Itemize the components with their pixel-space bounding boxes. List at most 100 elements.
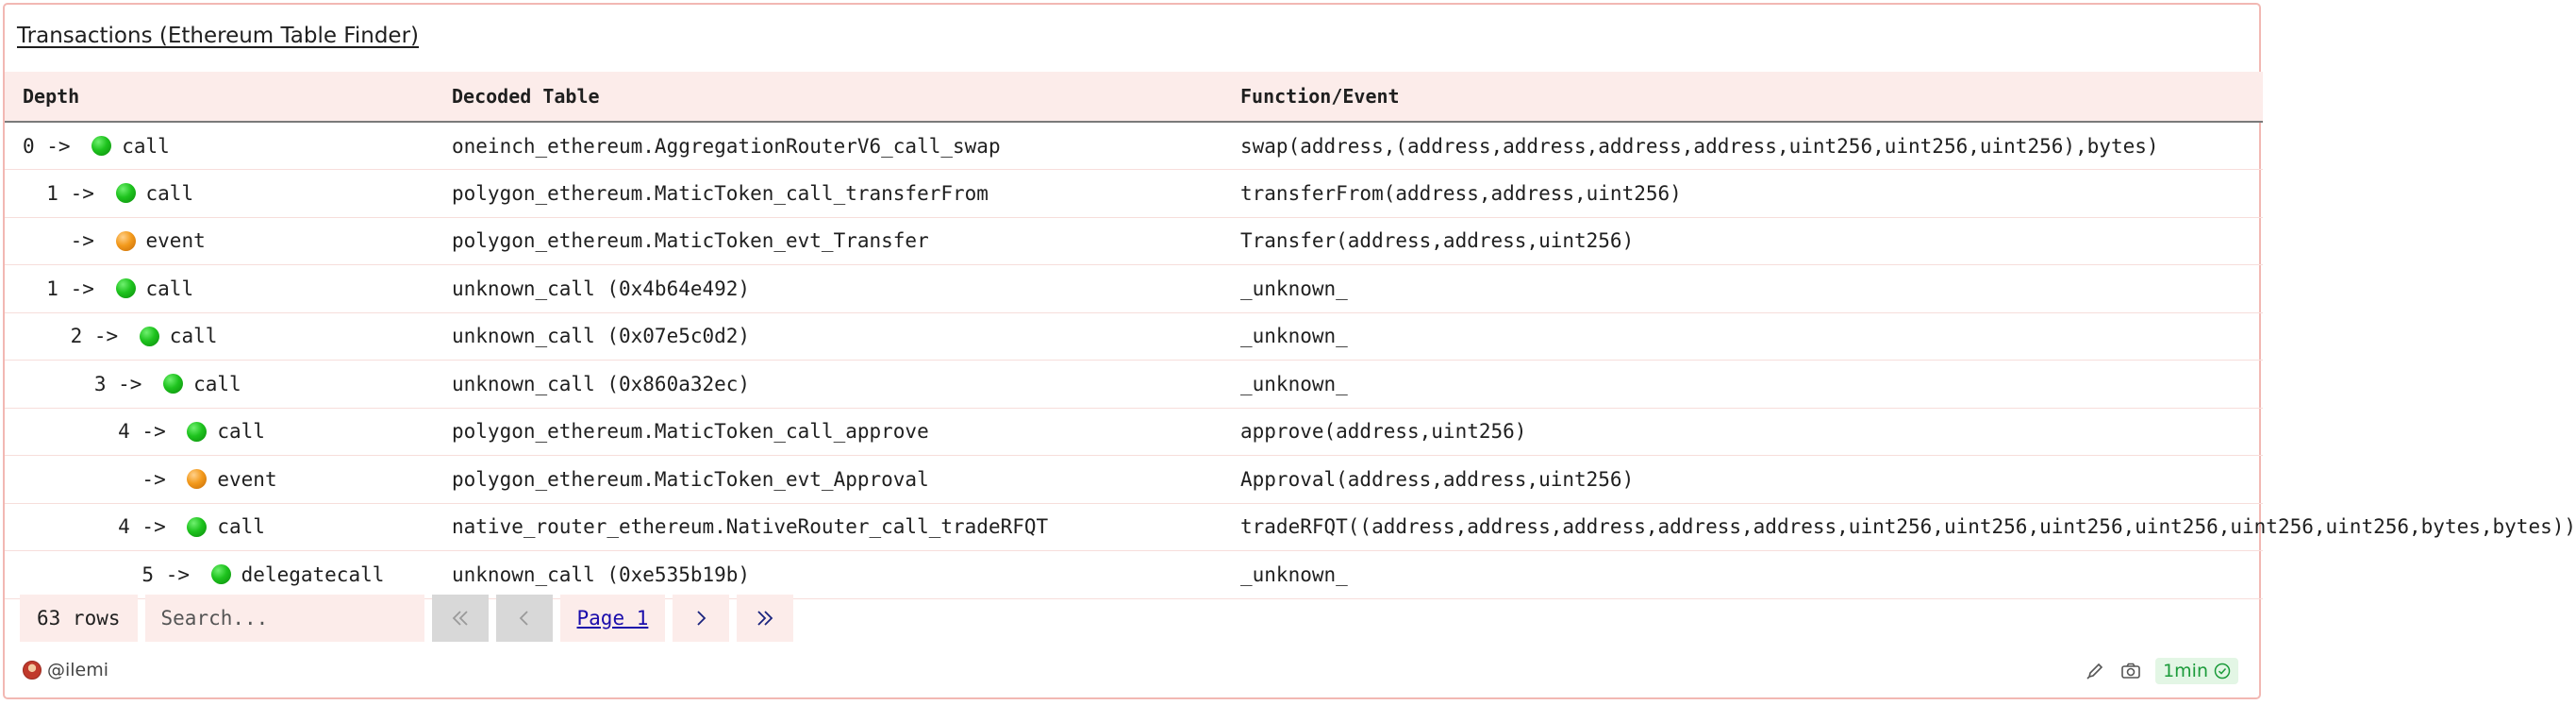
decoded-table-cell: unknown_call (0x07e5c0d2) (452, 325, 751, 348)
decoded-table-cell: unknown_call (0xe535b19b) (452, 562, 751, 586)
depth-kind: event (217, 467, 277, 491)
chevron-right-icon (697, 611, 706, 626)
green-dot-icon (115, 183, 136, 204)
orange-dot-icon (187, 469, 208, 490)
depth-kind: call (145, 277, 194, 300)
panel-tools: 1min (2084, 658, 2238, 684)
depth-cell: 0 -> call (5, 122, 434, 170)
fork-icon[interactable] (2084, 660, 2106, 682)
search-input[interactable] (144, 595, 424, 642)
green-dot-icon (115, 278, 136, 299)
depth-cell: 5 -> delegatecall (5, 551, 434, 599)
chevron-left-icon (519, 611, 528, 626)
table-row[interactable]: 0 -> call oneinch_ethereum.AggregationRou… (5, 122, 2263, 170)
function-event-cell: approve(address,uint256) (1240, 420, 1527, 444)
results-table-container[interactable]: Depth Decoded Table Function/Event 0 -> … (5, 72, 2576, 598)
table-row[interactable]: 5 -> delegatecall unknown_call (0xe535b19… (5, 551, 2263, 599)
last-page-button[interactable] (737, 595, 794, 642)
depth-kind: call (145, 181, 194, 205)
depth-kind: delegatecall (241, 562, 385, 586)
function-event-cell: tradeRFQT((address,address,address,addre… (1240, 515, 2576, 539)
query-result-panel: Transactions (Ethereum Table Finder) Dep… (3, 3, 2576, 699)
function-event-cell: _unknown_ (1240, 372, 1348, 395)
depth-kind: call (122, 134, 170, 158)
depth-cell: -> event (5, 217, 434, 265)
depth-prefix: -> (23, 467, 178, 491)
depth-kind: call (217, 515, 265, 539)
function-event-cell: transferFrom(address,address,uint256) (1240, 181, 1682, 205)
table-row[interactable]: 2 -> call unknown_call (0x07e5c0d2) _unkno… (5, 312, 2263, 361)
double-chevron-left-icon (452, 611, 468, 626)
decoded-table-cell: unknown_call (0x860a32ec) (452, 372, 751, 395)
double-chevron-right-icon (757, 611, 773, 626)
author-handle: @ilemi (47, 660, 109, 680)
green-dot-icon (210, 564, 231, 585)
row-count: 63 rows (20, 595, 138, 642)
green-dot-icon (139, 326, 159, 346)
depth-kind: event (145, 229, 206, 253)
depth-prefix: 4 -> (23, 515, 178, 539)
depth-kind: call (217, 420, 265, 444)
column-header-decoded-table[interactable]: Decoded Table (452, 85, 600, 108)
depth-cell: 3 -> call (5, 361, 434, 409)
results-table: Depth Decoded Table Function/Event 0 -> … (5, 72, 2576, 599)
function-event-cell: _unknown_ (1240, 562, 1348, 586)
depth-cell: -> event (5, 456, 434, 504)
next-page-button[interactable] (673, 595, 730, 642)
decoded-table-cell: native_router_ethereum.NativeRouter_call… (452, 515, 1049, 539)
table-footer: 63 rows Page 1 (20, 595, 794, 642)
first-page-button[interactable] (431, 595, 489, 642)
green-dot-icon (91, 136, 112, 156)
depth-prefix: 1 -> (23, 277, 107, 300)
depth-cell: 1 -> call (5, 265, 434, 313)
current-page-label[interactable]: Page 1 (559, 595, 666, 642)
table-row[interactable]: -> event polygon_ethereum.MaticToken_evt_… (5, 456, 2263, 504)
green-dot-icon (187, 421, 208, 442)
depth-prefix: 3 -> (23, 372, 155, 395)
function-event-cell: Approval(address,address,uint256) (1240, 467, 1635, 491)
depth-cell: 2 -> call (5, 312, 434, 361)
green-dot-icon (163, 374, 184, 394)
function-event-cell: _unknown_ (1240, 325, 1348, 348)
depth-prefix: 4 -> (23, 420, 178, 444)
avatar (23, 661, 42, 680)
table-header-row: Depth Decoded Table Function/Event (5, 72, 2263, 122)
decoded-table-cell: unknown_call (0x4b64e492) (452, 277, 751, 300)
check-circle-icon (2214, 663, 2231, 680)
freshness-label: 1min (2163, 661, 2208, 681)
depth-cell: 1 -> call (5, 170, 434, 218)
table-row[interactable]: 3 -> call unknown_call (0x860a32ec) _unkno… (5, 361, 2263, 409)
orange-dot-icon (115, 230, 136, 251)
depth-prefix: 5 -> (23, 562, 202, 586)
function-event-cell: _unknown_ (1240, 277, 1348, 300)
camera-icon[interactable] (2119, 660, 2142, 682)
decoded-table-cell: polygon_ethereum.MaticToken_evt_Approval (452, 467, 929, 491)
depth-prefix: -> (23, 229, 107, 253)
column-header-function-event[interactable]: Function/Event (1240, 85, 1400, 108)
table-row[interactable]: 4 -> call polygon_ethereum.MaticToken_cal… (5, 408, 2263, 456)
green-dot-icon (187, 516, 208, 537)
depth-kind: call (169, 325, 218, 348)
decoded-table-cell: oneinch_ethereum.AggregationRouterV6_cal… (452, 134, 1001, 158)
table-row[interactable]: 1 -> call unknown_call (0x4b64e492) _unkno… (5, 265, 2263, 313)
depth-prefix: 0 -> (23, 134, 83, 158)
depth-cell: 4 -> call (5, 503, 434, 551)
previous-page-button[interactable] (495, 595, 553, 642)
function-event-cell: swap(address,(address,address,address,ad… (1240, 134, 2159, 158)
depth-prefix: 1 -> (23, 181, 107, 205)
column-header-depth[interactable]: Depth (23, 85, 80, 108)
depth-kind: call (193, 372, 241, 395)
table-row[interactable]: 1 -> call polygon_ethereum.MaticToken_cal… (5, 170, 2263, 218)
freshness-badge[interactable]: 1min (2155, 658, 2238, 684)
depth-cell: 4 -> call (5, 408, 434, 456)
function-event-cell: Transfer(address,address,uint256) (1240, 229, 1635, 253)
depth-prefix: 2 -> (23, 325, 130, 348)
panel-title[interactable]: Transactions (Ethereum Table Finder) (17, 24, 420, 48)
table-row[interactable]: 4 -> call native_router_ethereum.NativeRo… (5, 503, 2576, 551)
decoded-table-cell: polygon_ethereum.MaticToken_call_transfe… (452, 181, 989, 205)
table-body: 0 -> call oneinch_ethereum.AggregationRou… (5, 122, 2576, 599)
author-link[interactable]: @ilemi (23, 660, 108, 680)
table-row[interactable]: -> event polygon_ethereum.MaticToken_evt_… (5, 217, 2263, 265)
decoded-table-cell: polygon_ethereum.MaticToken_call_approve (452, 420, 929, 444)
decoded-table-cell: polygon_ethereum.MaticToken_evt_Transfer (452, 229, 929, 253)
